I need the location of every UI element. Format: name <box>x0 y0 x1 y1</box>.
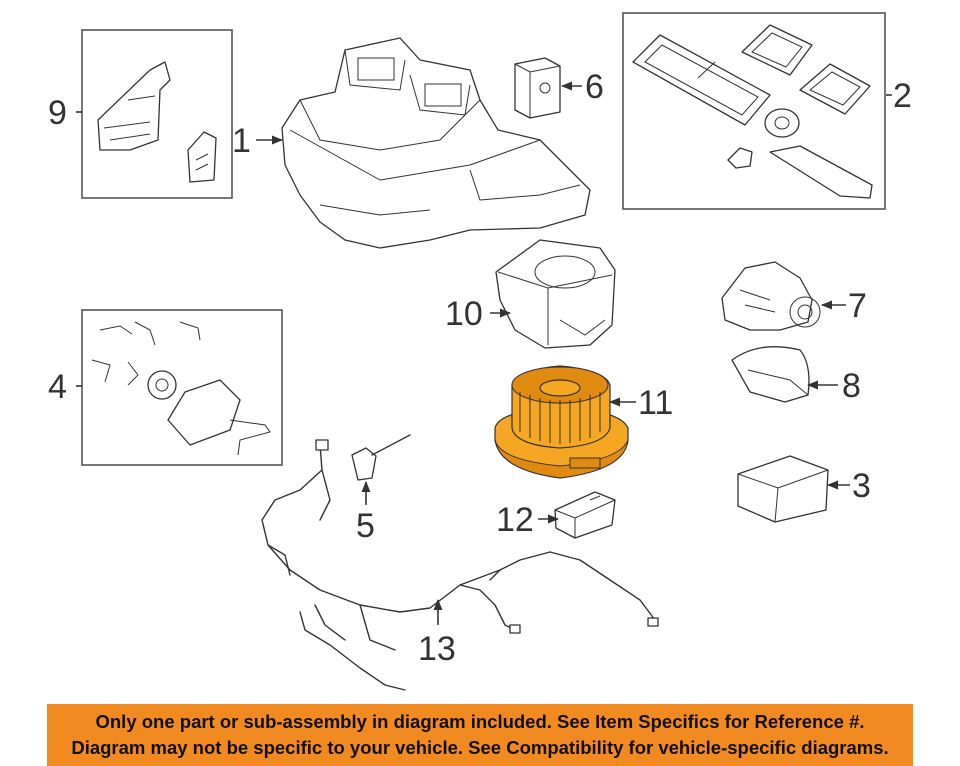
part-6-module <box>514 57 561 119</box>
callout-7: 7 <box>848 287 867 325</box>
callout-1: 1 <box>232 122 251 160</box>
part-7-actuator <box>721 261 821 331</box>
callout-11: 11 <box>638 384 673 422</box>
part-3-filter <box>737 455 829 523</box>
part-10-blower-housing <box>495 239 616 349</box>
parts-diagram: 1 2 3 4 5 6 7 8 9 10 11 12 13 <box>48 12 912 691</box>
part-9-group <box>81 29 233 199</box>
callout-8: 8 <box>842 367 861 405</box>
callout-10: 10 <box>445 295 483 333</box>
part-2-frame <box>622 12 886 210</box>
callout-9: 9 <box>48 94 67 132</box>
callout-12: 12 <box>496 501 534 539</box>
part-4-group <box>81 309 283 466</box>
part-1-hvac-case <box>281 37 591 249</box>
disclaimer-line-1: Only one part or sub-assembly in diagram… <box>95 711 865 732</box>
callout-5: 5 <box>356 507 375 545</box>
disclaimer-banner: Only one part or sub-assembly in diagram… <box>47 704 913 766</box>
part-4-frame <box>81 309 283 466</box>
callout-3: 3 <box>852 467 871 505</box>
part-9-frame <box>81 29 233 199</box>
part-5-sensor <box>351 434 411 481</box>
part-13-harness <box>261 439 659 691</box>
part-8-cover <box>731 346 810 403</box>
callout-6: 6 <box>585 68 604 106</box>
disclaimer-line-2: Diagram may not be specific to your vehi… <box>71 737 889 758</box>
callout-13: 13 <box>418 630 456 668</box>
part-2-group <box>622 12 886 210</box>
callout-2: 2 <box>893 77 912 115</box>
part-11-blower-motor <box>494 365 629 479</box>
part-12-resistor <box>554 491 616 539</box>
callout-4: 4 <box>48 368 67 406</box>
